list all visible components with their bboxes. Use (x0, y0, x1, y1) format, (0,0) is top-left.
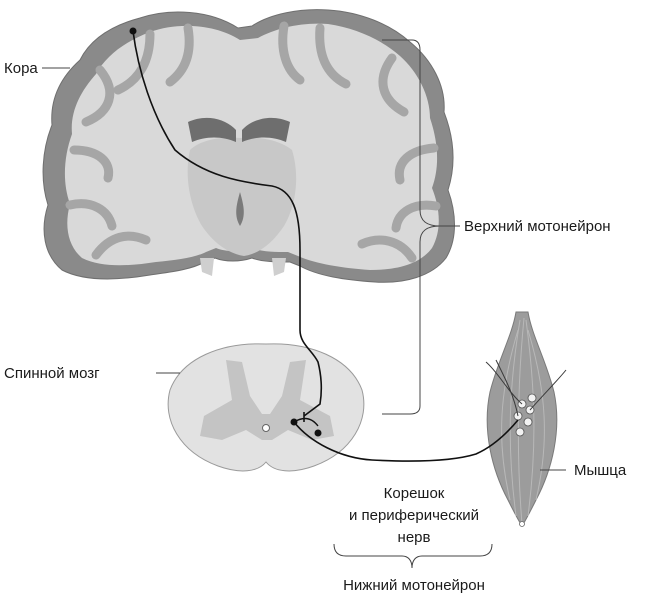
brain-coronal-section (43, 10, 454, 283)
lower-motor-neuron-brace (334, 544, 492, 568)
label-upper-motor-neuron: Верхний мотонейрон (464, 218, 611, 235)
brain-stem-right (272, 258, 286, 276)
lower-motor-neuron-soma-2 (315, 430, 322, 437)
label-lower-motor-neuron: Нижний мотонейрон (343, 577, 485, 594)
muscle (486, 312, 566, 527)
label-cortex: Кора (4, 60, 38, 77)
brain-stem-left (200, 258, 214, 276)
label-root-line-2: и периферический (349, 507, 479, 524)
tendon-tip (520, 522, 525, 527)
label-spinal-cord: Спинной мозг (4, 365, 100, 382)
label-muscle: Мышца (574, 462, 627, 479)
label-root-line-1: Корешок (384, 485, 445, 502)
central-canal (263, 425, 270, 432)
label-root-line-3: нерв (398, 529, 431, 546)
